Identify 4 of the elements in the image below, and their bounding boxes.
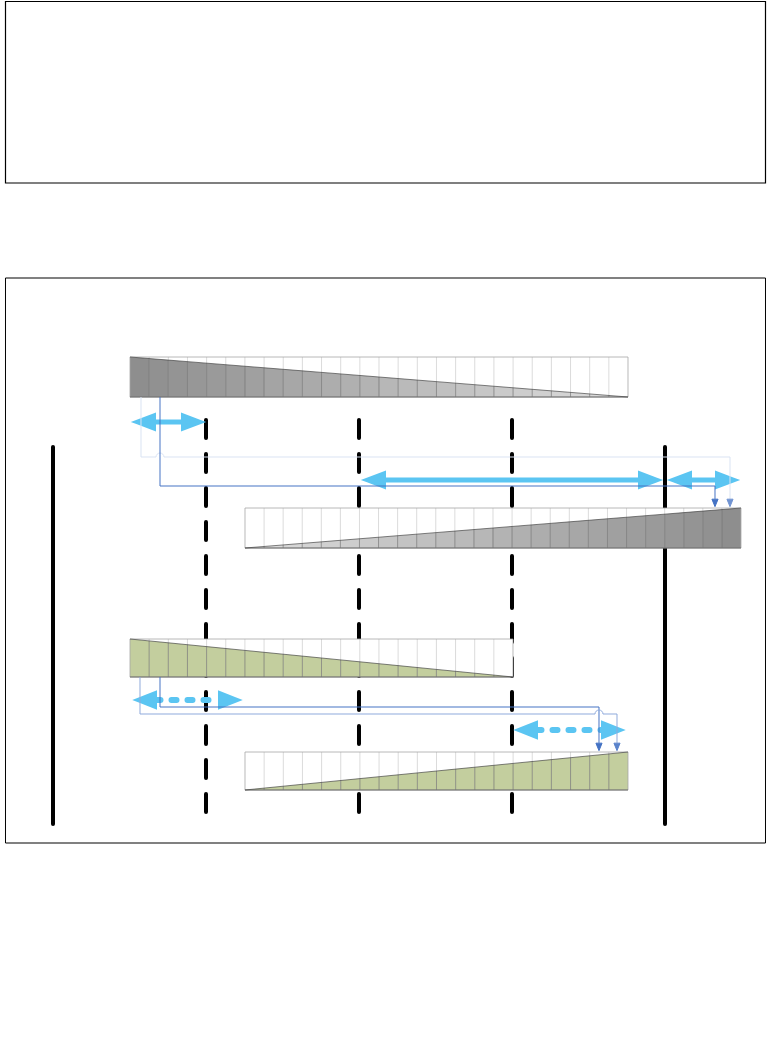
wedge-bar: [244, 751, 629, 791]
wedge-bar: [129, 638, 514, 678]
gradient-bar: [129, 356, 629, 398]
gradient-bar: [244, 507, 742, 549]
